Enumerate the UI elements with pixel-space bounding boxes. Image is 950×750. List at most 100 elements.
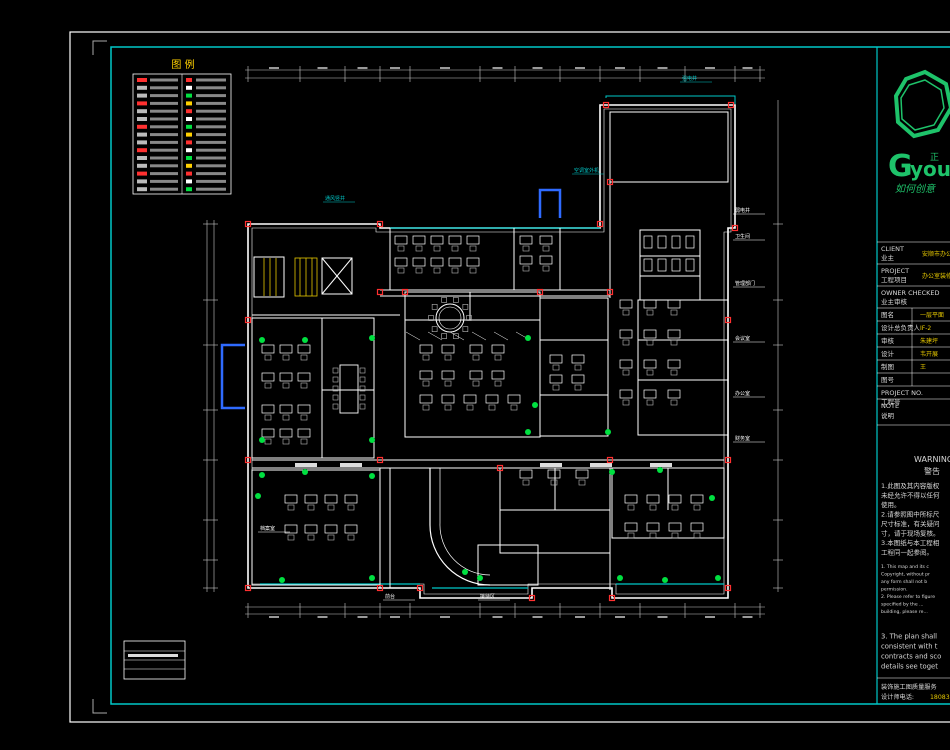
chair (453, 297, 459, 303)
light-fixture (462, 569, 468, 575)
chair (472, 354, 480, 361)
dim-value (657, 67, 668, 69)
tb-warning-en-line: any form shall not b (881, 579, 927, 585)
desk (549, 354, 563, 364)
desk (419, 394, 433, 404)
desk (643, 359, 657, 369)
legend-line (150, 179, 178, 183)
chair (550, 479, 558, 486)
desk (430, 257, 444, 267)
legend-line (150, 172, 178, 176)
chair (469, 245, 477, 252)
callout-c10: 档案室 (260, 525, 275, 532)
dim-value (575, 616, 585, 618)
chair (332, 394, 339, 401)
chair (415, 267, 423, 274)
legend-swatch (186, 101, 192, 106)
chair (264, 354, 272, 361)
chair (510, 404, 518, 411)
chair (453, 333, 459, 339)
furniture-layer (261, 235, 704, 541)
column (724, 456, 732, 464)
desk (469, 344, 483, 354)
column (727, 101, 735, 109)
tb-label-en: PROJECT NO. (881, 389, 923, 397)
legend-line (150, 117, 178, 121)
tb-value: 安顺市办公室 (922, 250, 950, 258)
light-fixture (477, 575, 483, 581)
chair (415, 245, 423, 252)
legend-swatch (186, 109, 192, 114)
partition (427, 331, 443, 341)
dim-value (390, 616, 400, 618)
tb-label-cn: 业主审核 (881, 297, 908, 306)
tb-warning-en-line: specified by the ... (881, 602, 924, 608)
svg-text:正: 正 (930, 153, 939, 163)
tb-label-cn: 工程号 (881, 397, 901, 406)
chair (542, 245, 550, 252)
desk (297, 344, 311, 354)
legend-swatch (186, 187, 192, 192)
tb-label-en: CLIENT (881, 245, 904, 253)
column (496, 464, 504, 472)
dim-value (705, 616, 715, 618)
tb-value: 王 (920, 364, 926, 371)
desk (547, 469, 561, 479)
desk (279, 428, 293, 438)
callout-c8: 办公室 (735, 390, 750, 397)
legend-swatch (186, 163, 192, 168)
dim-value (615, 616, 625, 618)
tb-warning-en-line: 2. Please refer to figure (881, 594, 935, 600)
chair (578, 479, 586, 486)
chair (282, 382, 290, 389)
column (244, 220, 252, 228)
dim-value (269, 616, 279, 618)
tb-label-cn: 工程项目 (881, 275, 907, 284)
tb-label-en: OWNER CHECKED (881, 289, 940, 297)
legend-line (196, 156, 226, 160)
chair (332, 385, 339, 392)
legend-line (196, 78, 226, 82)
dim-value (390, 67, 400, 69)
chair (693, 504, 701, 511)
legend-swatch (186, 132, 192, 137)
light-fixture (369, 437, 375, 443)
callout-c5: 卫生间 (735, 233, 750, 240)
chair (431, 304, 438, 310)
dimension-ticks-side (203, 223, 783, 589)
desk (575, 469, 589, 479)
chair (671, 504, 679, 511)
dim-value (657, 616, 668, 618)
desk (297, 372, 311, 382)
chair (670, 369, 678, 376)
legend-line (196, 109, 226, 113)
floor-plan (247, 95, 736, 599)
column (401, 288, 409, 296)
chair (444, 404, 452, 411)
legend-swatch (186, 171, 192, 176)
light-fixture (259, 472, 265, 478)
chair (451, 267, 459, 274)
chair (646, 399, 654, 406)
chair (282, 438, 290, 445)
legend-swatch (137, 85, 147, 90)
desk (491, 344, 505, 354)
title-block-rows: CLIENT业主安顺市办公室PROJECT工程项目办公室装修OWNER CHEC… (877, 241, 950, 426)
column (608, 594, 616, 602)
chair (441, 297, 447, 303)
desk (519, 255, 533, 265)
chair (282, 414, 290, 421)
column (606, 456, 614, 464)
desk (624, 522, 638, 532)
light-fixture (605, 429, 611, 435)
desk (419, 370, 433, 380)
chair (444, 354, 452, 361)
cabinet (340, 463, 362, 467)
column (528, 594, 536, 602)
toilet-fixture (685, 235, 695, 249)
reception-desk (477, 544, 539, 586)
tb-label-cn: 审核 (881, 336, 895, 345)
desk (668, 494, 682, 504)
column (244, 316, 252, 324)
blue-shaft-top (538, 188, 562, 218)
